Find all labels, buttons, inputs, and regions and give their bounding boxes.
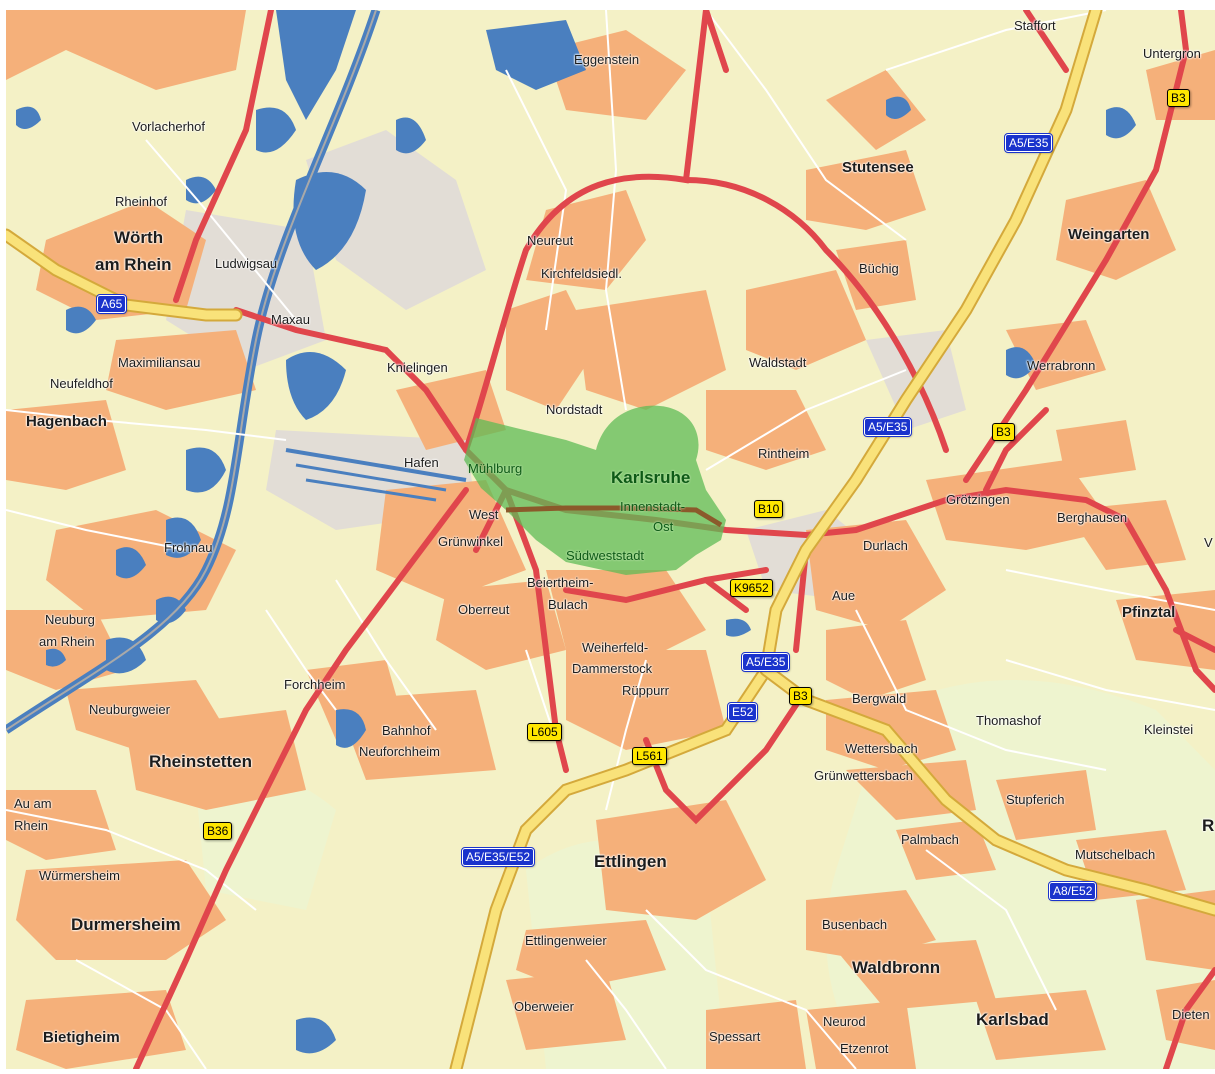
place-woerth-am-rhein: am Rhein — [95, 255, 172, 274]
place-palmbach: Palmbach — [901, 832, 959, 847]
place-ettlingen: Ettlingen — [594, 852, 667, 871]
place-rheinhof: Rheinhof — [115, 194, 168, 209]
place-v-edge: V — [1204, 535, 1213, 550]
place-neurod: Neurod — [823, 1014, 866, 1029]
place-weiherfeld: Weiherfeld- — [582, 640, 649, 655]
road-sign-a8-e52: A8/E52 — [1047, 881, 1098, 901]
place-bahnhof: Bahnhof — [382, 723, 431, 738]
place-wettersbach: Wettersbach — [845, 741, 918, 756]
road-sign-a5-e35-south: A5/E35 — [740, 652, 791, 672]
place-spessart: Spessart — [709, 1029, 761, 1044]
place-durmersheim: Durmersheim — [71, 915, 181, 934]
place-knielingen: Knielingen — [387, 360, 448, 375]
place-untergrombach: Untergron — [1143, 46, 1201, 61]
place-ettlingenweier: Ettlingenweier — [525, 933, 607, 948]
place-neufeldhof: Neufeldhof — [50, 376, 113, 391]
place-bergwald: Bergwald — [852, 691, 907, 706]
place-staffort: Staffort — [1014, 18, 1056, 33]
place-neuburg: Neuburg — [45, 612, 95, 627]
place-oberweier: Oberweier — [514, 999, 574, 1014]
place-weingarten: Weingarten — [1068, 226, 1150, 243]
place-karlsruhe: Karlsruhe — [611, 468, 691, 487]
place-kleinsteinbach: Kleinstei — [1144, 722, 1194, 737]
place-suedweststadt: Südweststadt — [566, 548, 645, 563]
place-mutschelbach: Mutschelbach — [1075, 847, 1156, 862]
place-au-am-rhein-2: Rhein — [14, 818, 48, 833]
place-werrabronn: Werrabronn — [1027, 358, 1096, 373]
place-neuburg-am-rhein: am Rhein — [39, 634, 95, 649]
place-neuforchheim: Neuforchheim — [359, 744, 440, 759]
place-groetzingen: Grötzingen — [946, 492, 1010, 507]
place-rueppurr: Rüppurr — [622, 683, 669, 698]
place-rintheim: Rintheim — [758, 446, 810, 461]
road-sign-l605: L605 — [527, 723, 562, 741]
place-innenstadt: Innenstadt- — [620, 499, 686, 514]
place-oberreut: Oberreut — [458, 602, 510, 617]
place-nordstadt: Nordstadt — [546, 402, 603, 417]
place-west: West — [469, 507, 499, 522]
place-wuermersheim: Würmersheim — [39, 868, 120, 883]
place-waldstadt: Waldstadt — [749, 355, 807, 370]
place-au-am-rhein: Au am — [14, 796, 52, 811]
place-dammerstock: Dammerstock — [572, 661, 653, 676]
road-sign-k9652: K9652 — [730, 579, 773, 597]
karlsruhe-highlight — [464, 405, 726, 575]
road-sign-b36: B36 — [203, 822, 233, 840]
place-thomashof: Thomashof — [976, 713, 1042, 728]
place-hagenbach: Hagenbach — [26, 413, 107, 430]
place-stutensee: Stutensee — [842, 159, 914, 176]
rhine-river — [6, 10, 467, 734]
water-bodies — [16, 10, 1136, 1054]
place-dieten: Dieten — [1172, 1007, 1210, 1022]
road-sign-l561: L561 — [632, 747, 667, 765]
map-canvas[interactable]: Eggenstein Staffort Untergron Vorlacherh… — [6, 10, 1215, 1069]
place-neuburgweier: Neuburgweier — [89, 702, 170, 717]
road-sign-a5-e35-center: A5/E35 — [862, 417, 913, 437]
road-sign-a65: A65 — [95, 294, 128, 314]
place-muehlburg: Mühlburg — [468, 461, 523, 476]
place-kirchfeldsiedl: Kirchfeldsiedl. — [541, 266, 622, 281]
place-aue: Aue — [832, 588, 856, 603]
road-sign-b3-mid: B3 — [992, 423, 1015, 441]
main-roads — [133, 10, 1215, 1069]
place-vorlacherhof: Vorlacherhof — [132, 119, 205, 134]
place-waldbronn: Waldbronn — [852, 958, 941, 977]
place-hafen: Hafen — [404, 455, 439, 470]
road-sign-b3-top: B3 — [1167, 89, 1190, 107]
place-neureut: Neureut — [527, 233, 574, 248]
place-rheinstetten: Rheinstetten — [149, 752, 252, 771]
place-busenbach: Busenbach — [822, 917, 888, 932]
place-bulach: Bulach — [548, 597, 588, 612]
place-etzenrot: Etzenrot — [840, 1041, 889, 1056]
road-sign-a5-e35-e52: A5/E35/E52 — [460, 847, 536, 867]
road-sign-e52: E52 — [726, 702, 759, 722]
place-frohnau: Frohnau — [164, 540, 213, 555]
road-sign-b3-south: B3 — [789, 687, 812, 705]
place-gruenwinkel: Grünwinkel — [438, 534, 504, 549]
place-gruenwettersbach: Grünwettersbach — [814, 768, 913, 783]
place-berghausen: Berghausen — [1057, 510, 1128, 525]
minor-roads — [6, 10, 1215, 1069]
place-innenstadt-ost: Ost — [653, 519, 674, 534]
road-sign-b10: B10 — [754, 500, 784, 518]
place-beiertheim: Beiertheim- — [527, 575, 594, 590]
place-forchheim: Forchheim — [284, 677, 346, 692]
place-karlsbad: Karlsbad — [976, 1010, 1049, 1029]
place-r-edge: R — [1202, 816, 1215, 835]
place-maximiliansau: Maximiliansau — [118, 355, 201, 370]
place-maxau: Maxau — [271, 312, 311, 327]
place-bietigheim: Bietigheim — [43, 1029, 120, 1046]
urban-areas — [6, 10, 1215, 1069]
map-background — [6, 10, 1215, 1069]
place-pfinztal: Pfinztal — [1122, 604, 1176, 621]
place-woerth: Wörth — [114, 228, 164, 247]
place-ludwigsau: Ludwigsau — [215, 256, 278, 271]
place-durlach: Durlach — [863, 538, 908, 553]
place-eggenstein: Eggenstein — [574, 52, 640, 67]
road-sign-a5-e35-north: A5/E35 — [1003, 133, 1054, 153]
place-buechig: Büchig — [859, 261, 899, 276]
place-stupferich: Stupferich — [1006, 792, 1065, 807]
